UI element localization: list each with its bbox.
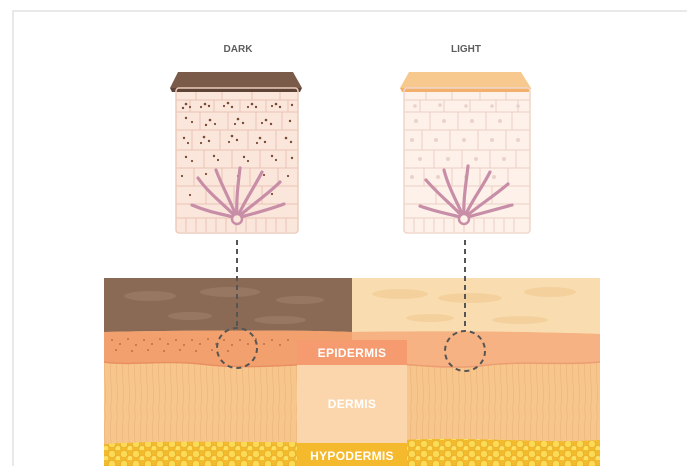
epidermis-label: EPIDERMIS (297, 340, 407, 365)
dermis-label: DERMIS (297, 365, 407, 443)
hypodermis-label: HYPODERMIS (297, 443, 407, 466)
hypodermis-label-text: HYPODERMIS (310, 449, 394, 463)
dark-title: DARK (224, 44, 254, 55)
dermis-label-text: DERMIS (328, 397, 376, 411)
epidermis-label-text: EPIDERMIS (318, 346, 387, 360)
light-title: LIGHT (451, 44, 481, 55)
light-skin-sample (400, 72, 532, 233)
dark-skin-sample (170, 72, 302, 233)
